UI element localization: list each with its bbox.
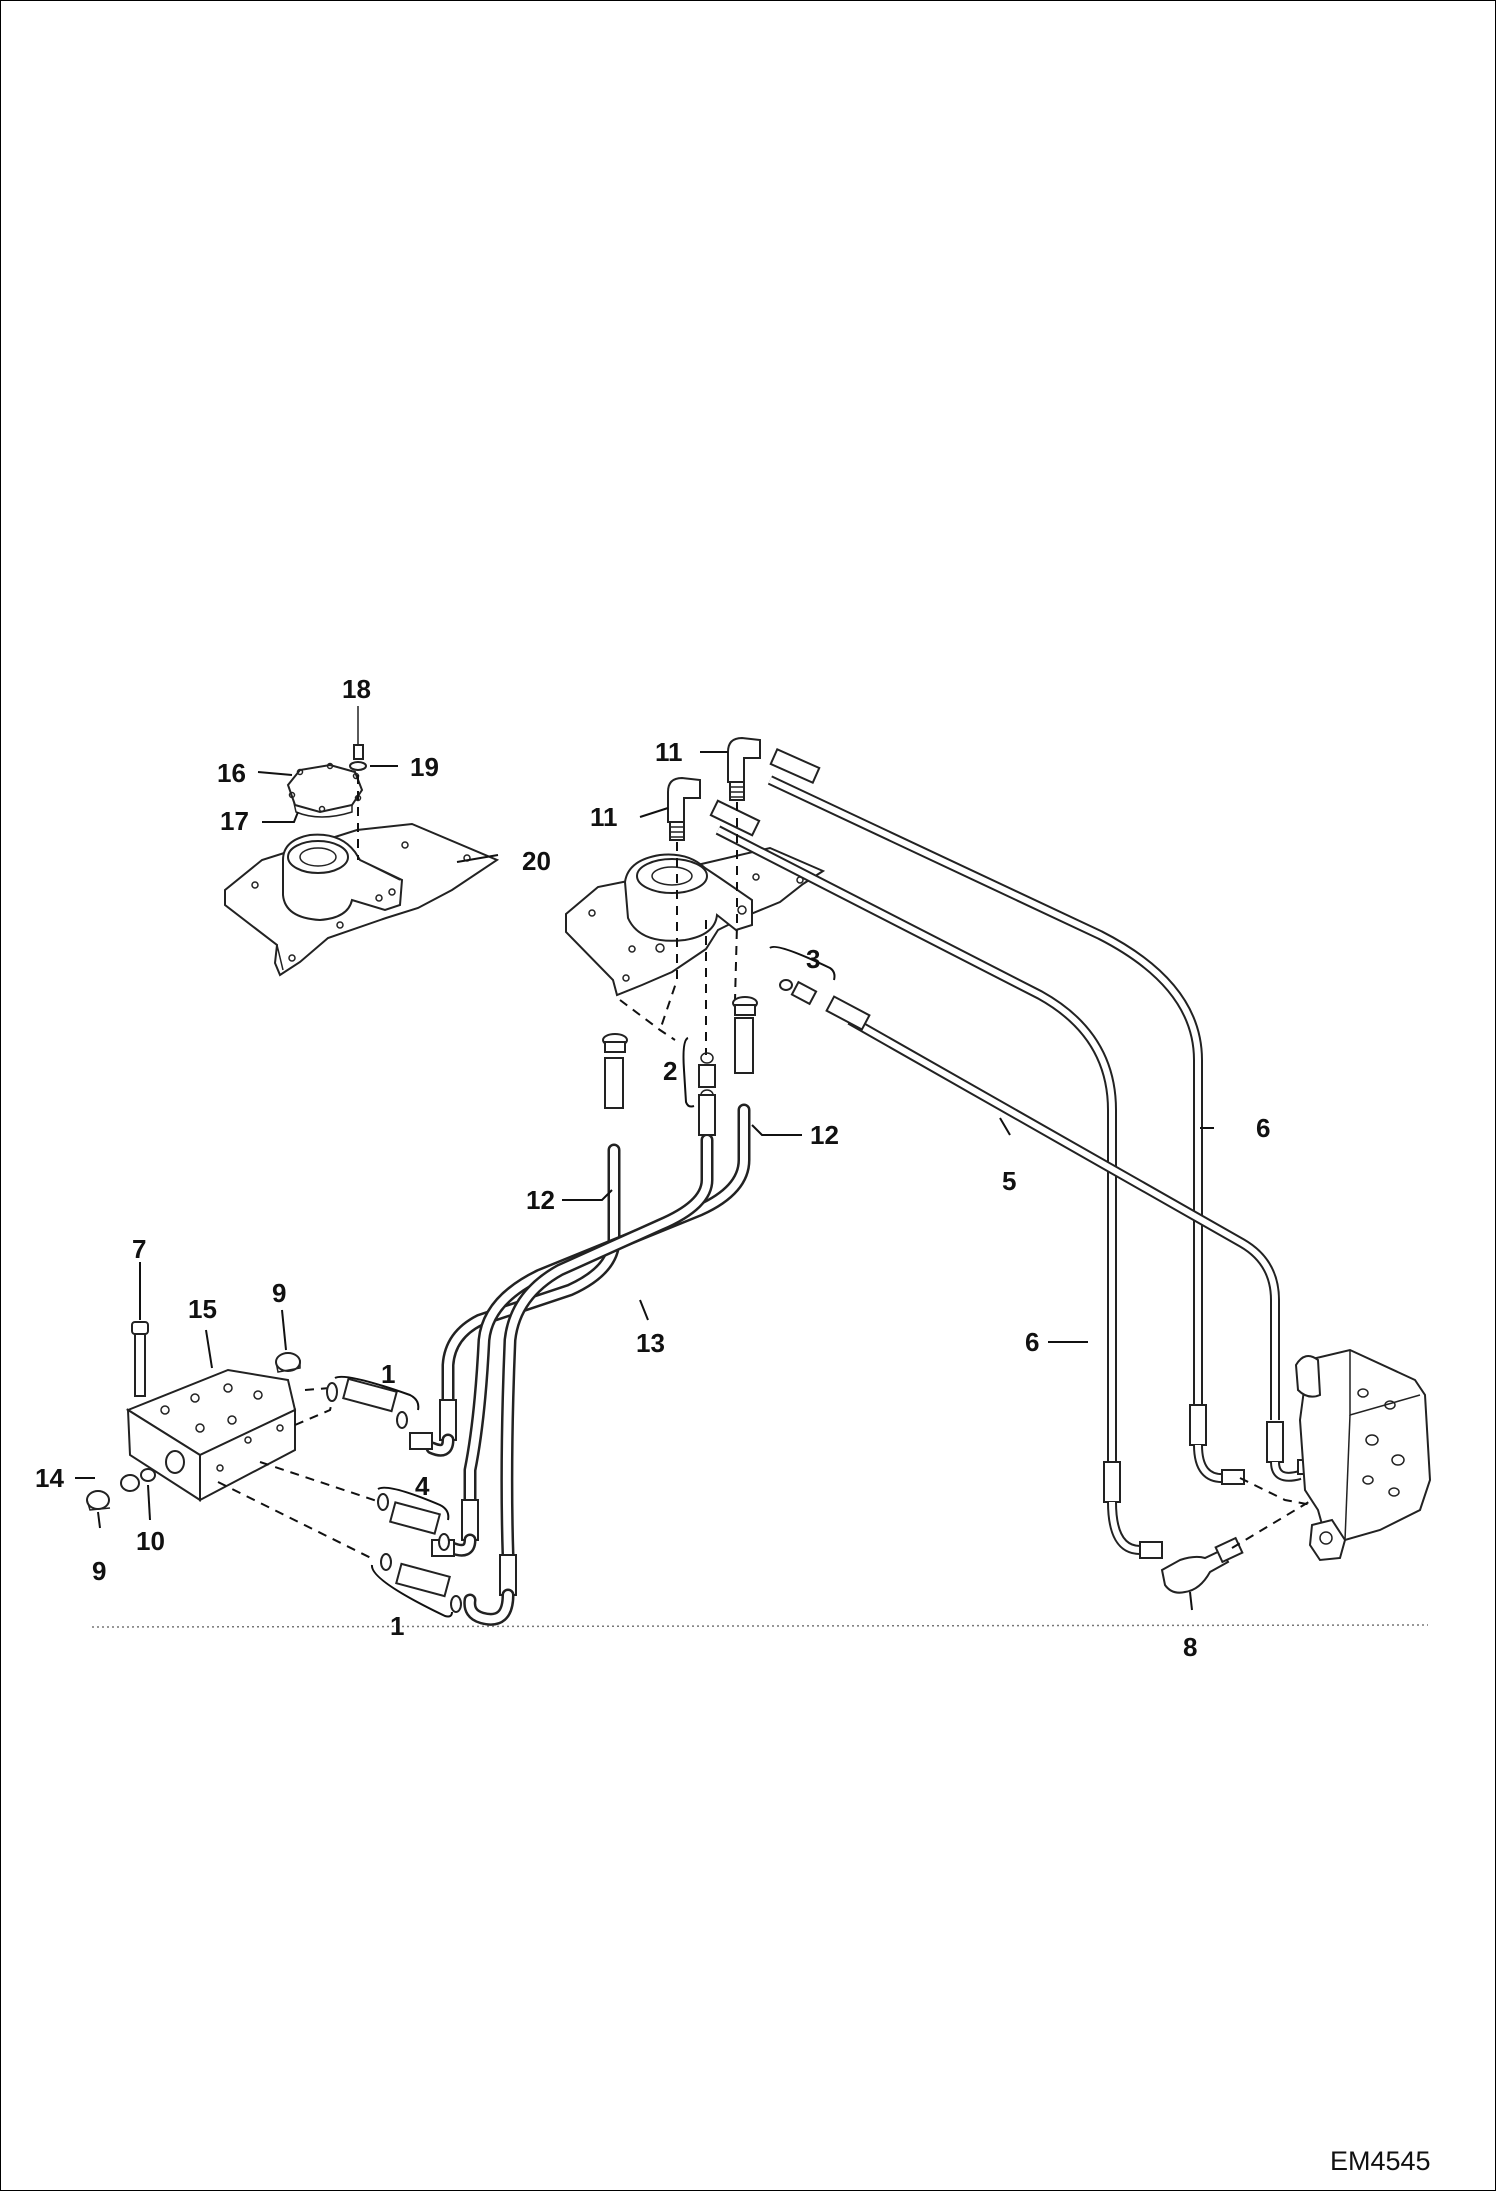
callout-6-upper: 6: [1256, 1113, 1270, 1143]
elbow-11-upper: [727, 736, 761, 801]
callout-15: 15: [188, 1294, 217, 1324]
callout-20: 20: [522, 846, 551, 876]
bolt-7: [131, 1321, 149, 1397]
plug-9-top: [275, 1352, 301, 1373]
drawing-code: EM4545: [1330, 2146, 1431, 2176]
port-fittings-below-plate: [602, 996, 758, 1101]
elbow-fitting-8: [1160, 1536, 1244, 1594]
callout-11-lower: 11: [590, 802, 618, 832]
callout-12-left: 12: [526, 1185, 555, 1215]
tube-5: [847, 1015, 1280, 1420]
callout-7: 7: [132, 1234, 146, 1264]
tube-6-upper: [767, 775, 1203, 1415]
cover-plate-16: [286, 762, 364, 818]
callout-8: 8: [1183, 1632, 1197, 1662]
hose-fittings-bottom: [409, 1399, 517, 1626]
ground-line: [91, 1624, 1429, 1628]
hose-12-right: [463, 1103, 751, 1507]
callout-1-lower: 1: [390, 1611, 404, 1641]
hose-13: [500, 1133, 714, 1562]
plug-14-and-10: [86, 1468, 156, 1511]
adapter-1-lower: [380, 1553, 462, 1613]
callout-labels: 18 16 19 17 20 11 11 3 2 12 12 6 5 7 15 …: [35, 674, 1270, 1662]
callout-4: 4: [415, 1471, 430, 1501]
callout-11-upper: 11: [655, 737, 683, 767]
callout-10: 10: [136, 1526, 165, 1556]
leader-lines: [75, 751, 1214, 1611]
hose-fittings-top: [604, 1017, 754, 1136]
callout-13: 13: [636, 1328, 665, 1358]
inset-motor-mount-plate: [224, 822, 500, 977]
elbow-11-lower: [667, 776, 701, 841]
callout-5: 5: [1002, 1166, 1016, 1196]
callout-18: 18: [342, 674, 371, 704]
callout-1-upper: 1: [381, 1359, 395, 1389]
tube-lower-fittings: [1103, 1404, 1321, 1559]
callout-17: 17: [220, 806, 249, 836]
mount-plate-center: [565, 846, 826, 997]
callout-19: 19: [410, 752, 439, 782]
adapter-1-upper: [326, 1377, 408, 1429]
callout-6-lower: 6: [1025, 1327, 1039, 1357]
callout-9-lower: 9: [92, 1556, 106, 1586]
callout-12-right: 12: [810, 1120, 839, 1150]
callout-9-upper: 9: [272, 1278, 286, 1308]
fittings-upper-tube-ends: [709, 748, 871, 1031]
tube-6-lower: [715, 825, 1117, 1472]
callout-16: 16: [217, 758, 246, 788]
manifold-block-15: [125, 1368, 297, 1502]
control-valve-body: [1294, 1348, 1432, 1562]
callout-14: 14: [35, 1463, 64, 1493]
callout-3: 3: [806, 944, 820, 974]
bolt-18: [353, 706, 364, 760]
washer-19: [349, 761, 367, 771]
callout-2: 2: [663, 1056, 677, 1086]
adapter-4: [377, 1493, 450, 1551]
